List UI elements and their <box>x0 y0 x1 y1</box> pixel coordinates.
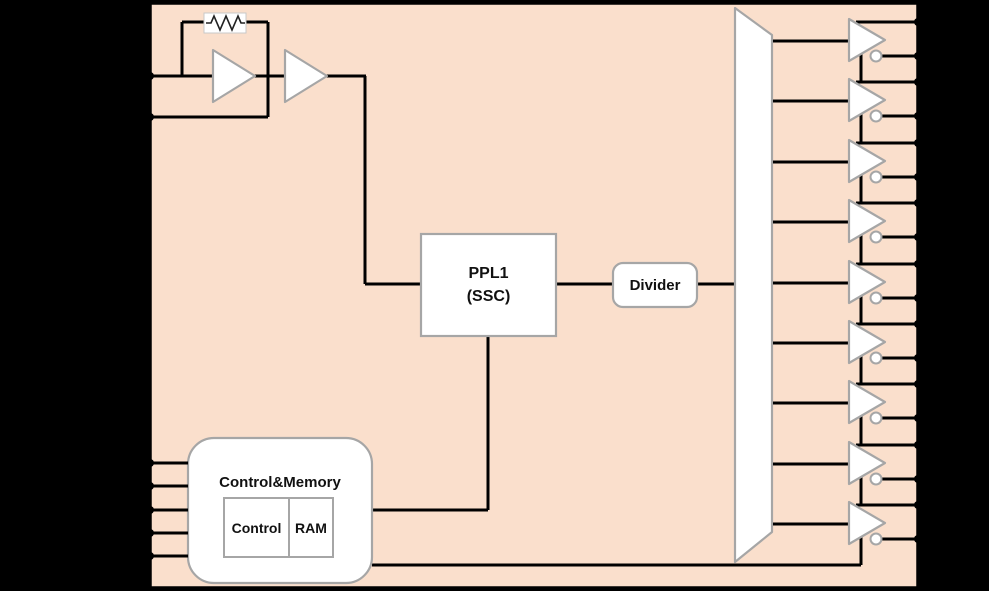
output-buffer-bank <box>146 17 922 565</box>
inverter-bubble-icon <box>869 49 883 63</box>
output-buffer-triangle-icon <box>847 500 887 546</box>
pll-label-line1: PPL1 <box>468 265 509 282</box>
output-buffer-triangle-icon <box>847 259 887 305</box>
control-input-pin-dot <box>146 482 154 490</box>
output-buffer-triangle-icon <box>847 440 887 486</box>
fanout-trapezoid <box>733 6 774 564</box>
output-pin-dot <box>914 320 922 328</box>
output-pin-dot <box>914 173 922 181</box>
control-input-pin-dot <box>146 552 154 560</box>
inverter-bubble-icon <box>869 411 883 425</box>
output-buffer-triangle-icon <box>847 138 887 184</box>
output-pin-dot <box>914 501 922 509</box>
output-pin-dot <box>914 475 922 483</box>
inverter-bubble-icon <box>869 472 883 486</box>
output-buffer-triangle-icon <box>847 77 887 123</box>
osc-amp-triangle-icon <box>211 48 257 104</box>
control-memory-title: Control&Memory <box>219 473 341 491</box>
output-pin-dot <box>914 139 922 147</box>
output-pin-dot <box>914 18 922 26</box>
ram-cell-label: RAM <box>295 519 327 536</box>
output-pin-dot <box>914 78 922 86</box>
output-pin-dot <box>914 441 922 449</box>
output-pin-dot <box>914 199 922 207</box>
output-pin-dot <box>914 414 922 422</box>
control-ram-table <box>223 497 334 558</box>
output-pin-dot <box>914 52 922 60</box>
inverter-bubble-icon <box>869 291 883 305</box>
inverter-bubble-icon <box>869 351 883 365</box>
output-buffer-triangle-icon <box>847 319 887 365</box>
inverter-bubble-icon <box>869 109 883 123</box>
resistor-zigzag-icon <box>206 13 245 33</box>
resistor-symbol <box>203 12 247 34</box>
output-pin-dot <box>914 112 922 120</box>
output-pin-dot <box>914 294 922 302</box>
inverter-bubble-icon <box>869 170 883 184</box>
output-pin-dot <box>914 535 922 543</box>
output-pin-dot <box>914 380 922 388</box>
inverter-bubble-icon <box>869 230 883 244</box>
divider-label: Divider <box>629 276 681 294</box>
output-buffer-triangle-icon <box>847 17 887 63</box>
output-buffer-triangle-icon <box>847 198 887 244</box>
output-pin-dot <box>914 260 922 268</box>
control-input-pin-dot <box>146 529 154 537</box>
osc-buffer-triangle-icon <box>283 48 329 104</box>
pll-block <box>419 232 558 338</box>
output-pin-dot <box>914 354 922 362</box>
inverter-bubble-icon <box>869 532 883 546</box>
output-buffer-triangle-icon <box>847 379 887 425</box>
divider-block <box>611 261 699 309</box>
control-cell-label: Control <box>231 519 282 536</box>
control-input-pin-dot <box>146 459 154 467</box>
wire-layer <box>150 20 861 567</box>
osc-input-pin-dot <box>146 113 154 121</box>
osc-input-pin-dot <box>146 72 154 80</box>
output-pin-dot <box>914 233 922 241</box>
control-input-pin-dot <box>146 506 154 514</box>
pll-label: PPL1 (SSC) <box>421 234 556 336</box>
pll-label-line2: (SSC) <box>466 288 511 305</box>
